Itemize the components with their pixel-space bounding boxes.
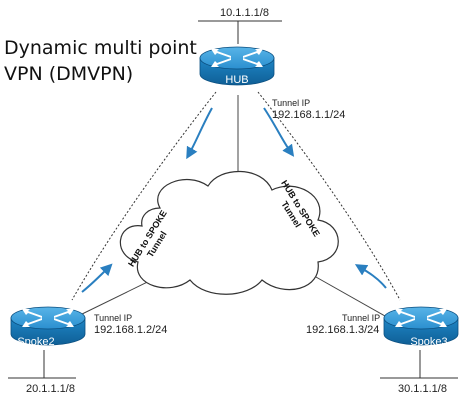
spoke3-network: 30.1.1.1/8 bbox=[398, 383, 447, 395]
hub-tunnel-ip: 192.168.1.1/24 bbox=[272, 109, 345, 121]
hub-router: HUB bbox=[199, 46, 275, 86]
spoke2-label: Spoke2 bbox=[17, 336, 54, 348]
diagram-title-line2: VPN (DMVPN) bbox=[4, 63, 133, 85]
arrow-icon bbox=[354, 264, 387, 289]
spoke3-router: Spoke3 bbox=[383, 306, 459, 348]
hub-network: 10.1.1.1/8 bbox=[220, 7, 269, 19]
spoke2-router: Spoke2 bbox=[10, 306, 86, 348]
spoke2-tunnel-caption: Tunnel IP bbox=[94, 313, 132, 323]
tunnel-hub-spoke2 bbox=[71, 91, 217, 301]
hub-tunnel-caption: Tunnel IP bbox=[272, 98, 310, 108]
spoke3-tunnel-ip: 192.168.1.3/24 bbox=[306, 324, 379, 336]
hub-label: HUB bbox=[225, 74, 248, 86]
tunnel-hub-spoke3 bbox=[257, 91, 401, 301]
arrow-icon bbox=[186, 107, 213, 160]
cloud-icon bbox=[119, 170, 339, 295]
spoke2-tunnel-ip: 192.168.1.2/24 bbox=[94, 324, 167, 336]
spoke2-network: 20.1.1.1/8 bbox=[26, 383, 75, 395]
spoke3-label: Spoke3 bbox=[410, 336, 447, 348]
spoke3-tunnel-caption: Tunnel IP bbox=[342, 313, 380, 323]
arrow-icon bbox=[263, 107, 295, 157]
diagram-title-line1: Dynamic multi point bbox=[4, 37, 197, 59]
arrow-icon bbox=[81, 263, 113, 293]
